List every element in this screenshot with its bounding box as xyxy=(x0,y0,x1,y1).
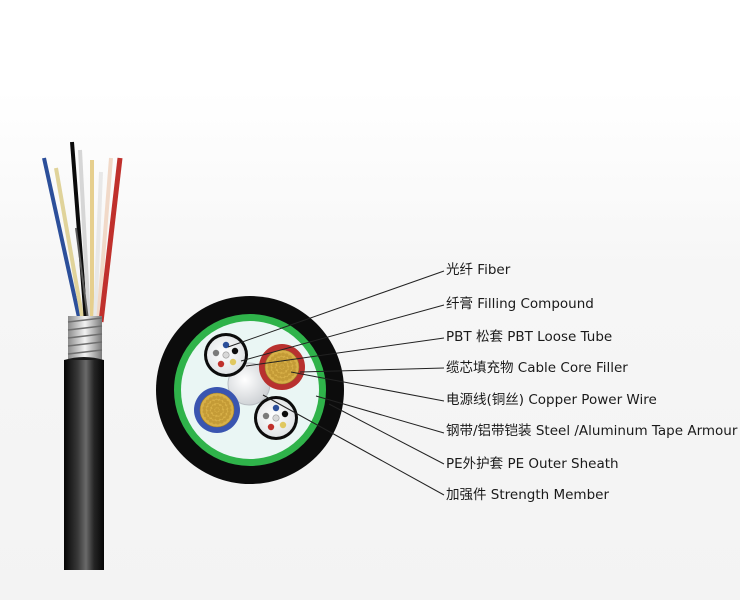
copper-strand-dot xyxy=(274,371,278,375)
copper-strand-dot xyxy=(227,412,231,416)
copper-strand-dot xyxy=(216,421,220,425)
copper-strand-dot xyxy=(274,354,278,358)
copper-strand-dot xyxy=(274,376,278,380)
copper-strand-dot xyxy=(207,411,211,415)
copper-strand-dot xyxy=(268,367,272,371)
copper-strand-dot xyxy=(207,407,211,411)
copper-strand-dot xyxy=(209,414,213,418)
copper-strand-dot xyxy=(277,377,281,381)
copper-strand-dot xyxy=(206,417,210,421)
copper-strand-dot xyxy=(215,408,219,412)
label-core-filler: 缆芯填充物 Cable Core Filler xyxy=(446,360,628,376)
label-strength-member: 加强件 Strength Member xyxy=(446,487,609,503)
copper-strand-dot xyxy=(211,409,215,413)
copper-strand-dot xyxy=(218,400,222,404)
copper-strand-dot xyxy=(281,378,285,382)
copper-strand-dot xyxy=(281,353,285,357)
copper-strand-dot xyxy=(215,404,219,408)
copper-strand-dot xyxy=(204,414,208,418)
cross-section xyxy=(156,296,344,484)
copper-strand-dot xyxy=(209,419,213,423)
copper-strand-dot xyxy=(219,406,223,410)
copper-strand-dot xyxy=(219,415,223,419)
copper-strand-dot xyxy=(226,401,230,405)
copper-strand-dot xyxy=(272,364,276,368)
copper-strand-dot xyxy=(285,353,289,357)
copper-strand-dot xyxy=(211,401,215,405)
copper-strand-dot xyxy=(212,396,216,400)
copper-strand-dot xyxy=(226,415,230,419)
copper-strand-dot xyxy=(288,366,292,370)
label-fiber: 光纤 Fiber xyxy=(446,262,510,278)
copper-strand-dot xyxy=(285,377,289,381)
copper-strand-dot xyxy=(223,406,227,410)
copper-strand-dot xyxy=(281,374,285,378)
copper-strand-dot xyxy=(203,410,207,414)
copper-strand-dot xyxy=(288,363,292,367)
loose-tube-top-left xyxy=(204,333,248,377)
copper-strand-dot xyxy=(277,362,281,366)
copper-strand-dot xyxy=(282,369,286,373)
copper-strand-dot xyxy=(203,406,207,410)
copper-strand-dot xyxy=(280,357,284,361)
copper-strand-dot xyxy=(212,405,216,409)
copper-strand-dot xyxy=(212,416,216,420)
armour-tape-section xyxy=(68,316,102,362)
copper-strand-dot xyxy=(220,396,224,400)
copper-strand-dot xyxy=(216,417,220,421)
leader-sheath xyxy=(329,404,444,464)
cable-side-view xyxy=(44,142,120,570)
copper-strand-dot xyxy=(216,396,220,400)
label-filling-compound: 纤膏 Filling Compound xyxy=(446,296,594,312)
label-loose-tube: PBT 松套 PBT Loose Tube xyxy=(446,329,612,345)
copper-strand-dot xyxy=(292,361,296,365)
copper-strand-dot xyxy=(284,363,288,367)
copper-strand-dot xyxy=(277,353,281,357)
copper-strand-dot xyxy=(228,408,232,412)
copper-strand-dot xyxy=(277,373,281,377)
label-outer-sheath: PE外护套 PE Outer Sheath xyxy=(446,456,619,472)
copper-strand-dot xyxy=(284,372,288,376)
label-copper-power-wire: 电源线(铜丝) Copper Power Wire xyxy=(446,392,657,408)
copper-strand-dot xyxy=(280,365,284,369)
copper-strand-dot xyxy=(221,402,225,406)
copper-strand-dot xyxy=(212,420,216,424)
copper-strand-dot xyxy=(272,368,276,372)
copper-strand-dot xyxy=(209,397,213,401)
copper-strand-dot xyxy=(269,371,273,375)
copper-strand-dot xyxy=(268,363,272,367)
copper-strand-dot xyxy=(276,366,280,370)
copper-strand-dot xyxy=(271,374,275,378)
copper-strand-dot xyxy=(227,404,231,408)
copper-strand-dot xyxy=(293,365,297,369)
copper-strand-dot xyxy=(288,375,292,379)
copper-strand-dot xyxy=(223,409,227,413)
copper-strand-dot xyxy=(217,412,221,416)
copper-strand-dot xyxy=(223,418,227,422)
exposed-wires xyxy=(44,142,120,322)
copper-strand-dot xyxy=(220,420,224,424)
label-tape-armour: 钢带/铝带铠装 Steel /Aluminum Tape Armour xyxy=(446,423,737,439)
copper-strand-dot xyxy=(204,403,208,407)
copper-strand-dot xyxy=(215,400,219,404)
outer-jacket xyxy=(64,360,104,570)
